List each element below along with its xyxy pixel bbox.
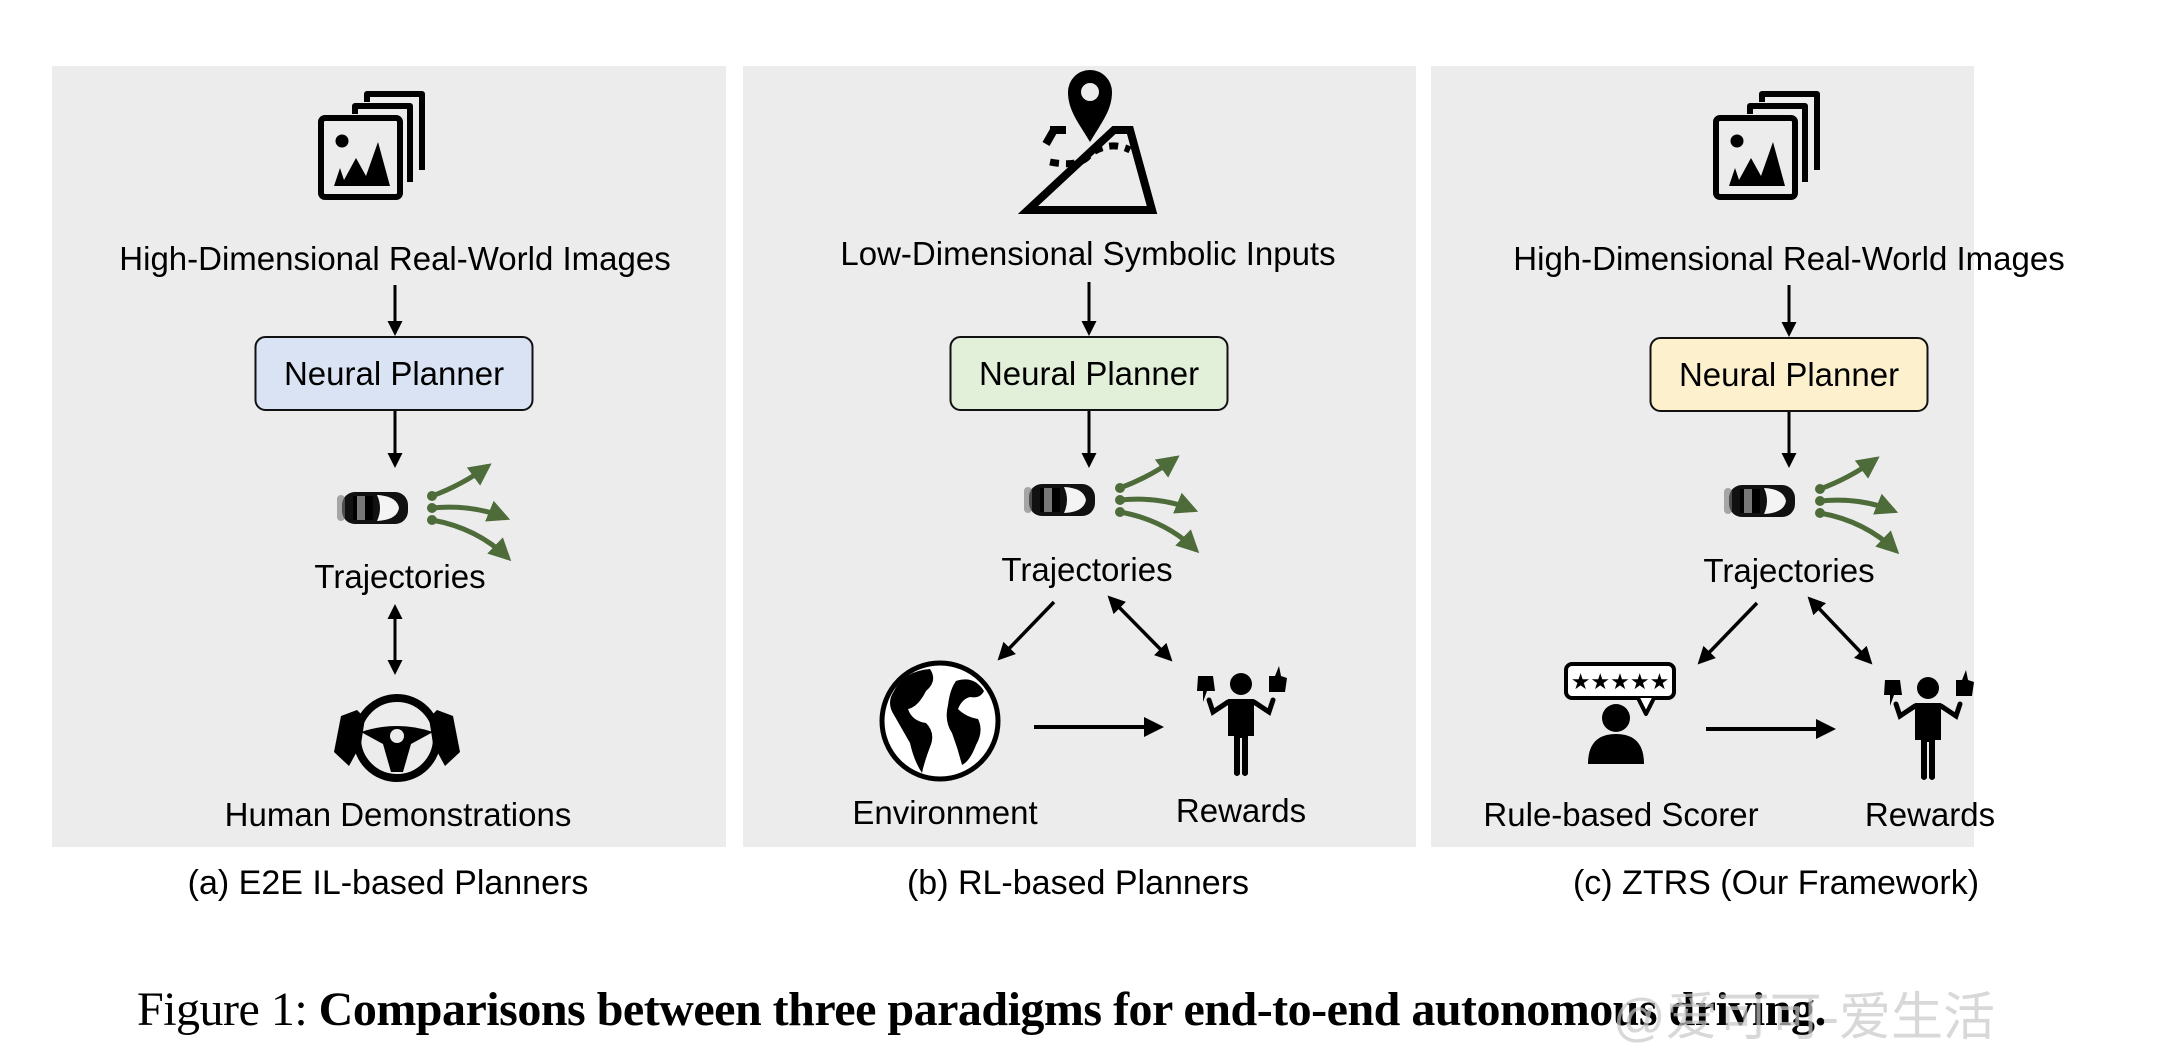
caption-a: (a) E2E IL-based Planners — [187, 864, 589, 902]
panel-e2e-il — [52, 66, 726, 847]
rewards-label: Rewards — [1864, 796, 1996, 833]
human-demonstrations-label: Human Demonstrations — [224, 796, 572, 833]
trajectories-label: Trajectories — [314, 558, 486, 595]
neural-planner-box: Neural Planner — [254, 336, 534, 411]
rule-based-scorer-label: Rule-based Scorer — [1483, 796, 1759, 833]
caption-c: (c) ZTRS (Our Framework) — [1572, 864, 1980, 902]
figure-caption: Figure 1: Comparisons between three para… — [137, 982, 1826, 1037]
neural-planner-box: Neural Planner — [949, 336, 1229, 411]
watermark: @爱可可-爱生活 — [1612, 989, 1995, 1047]
caption-b: (b) RL-based Planners — [906, 864, 1250, 902]
rewards-label: Rewards — [1175, 792, 1307, 829]
trajectories-label: Trajectories — [1703, 552, 1875, 589]
input-label: High-Dimensional Real-World Images — [119, 240, 671, 277]
environment-label: Environment — [852, 794, 1038, 831]
panel-ztrs — [1431, 66, 1974, 847]
panel-rl — [743, 66, 1416, 847]
figure-caption-prefix: Figure 1: — [137, 983, 308, 1036]
neural-planner-box: Neural Planner — [1649, 337, 1929, 412]
input-label: High-Dimensional Real-World Images — [1513, 240, 2065, 277]
trajectories-label: Trajectories — [1001, 551, 1173, 588]
figure-caption-text: Comparisons between three paradigms for … — [318, 983, 1827, 1036]
input-label: Low-Dimensional Symbolic Inputs — [840, 235, 1336, 272]
